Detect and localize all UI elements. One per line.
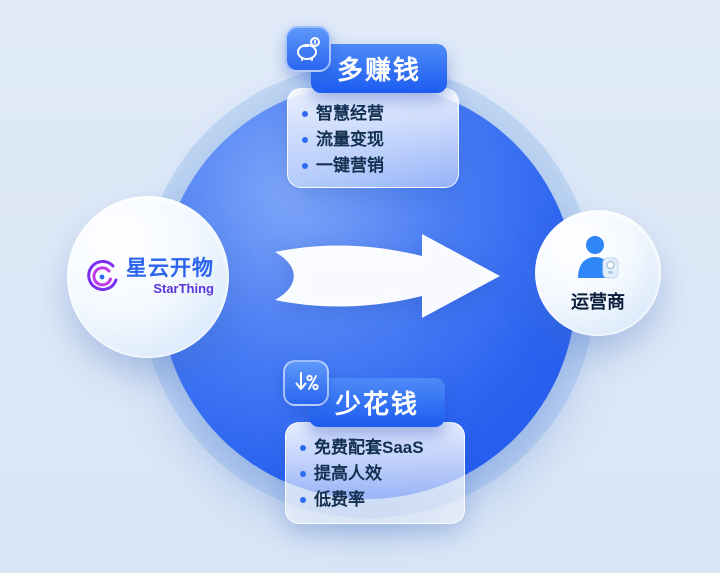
spend-less-card: 少花钱 免费配套SaaS 提高人效 低费率	[283, 360, 465, 526]
list-item-label: 低费率	[314, 490, 365, 509]
bullet-dot	[300, 445, 306, 451]
starthing-node: 星云开物 StarThing	[67, 196, 229, 358]
starthing-logo: 星云开物 StarThing	[82, 257, 214, 297]
brand-name: 星云开物	[126, 257, 214, 281]
spend-less-list: 免费配套SaaS 提高人效 低费率	[285, 422, 465, 524]
piggy-bank-icon	[285, 26, 331, 72]
list-item-label: 免费配套SaaS	[314, 438, 424, 457]
bullet-dot	[302, 111, 308, 117]
list-item: 流量变现	[302, 127, 442, 153]
list-item: 一键营销	[302, 153, 442, 179]
starthing-swirl-icon	[87, 260, 118, 291]
list-item: 提高人效	[300, 461, 448, 487]
bullet-dot	[302, 137, 308, 143]
operator-person-icon	[578, 236, 619, 279]
earn-more-list: 智慧经营 流量变现 一键营销	[287, 88, 459, 188]
earn-more-card: 多赚钱 智慧经营 流量变现 一键营销	[285, 26, 461, 190]
bullet-dot	[300, 497, 306, 503]
bullet-dot	[302, 163, 308, 169]
spend-less-title: 少花钱	[309, 378, 446, 427]
starthing-logo-text: 星云开物 StarThing	[126, 257, 214, 296]
operator-node: 运营商	[535, 210, 661, 336]
list-item-label: 提高人效	[314, 464, 382, 483]
bullet-dot	[300, 471, 306, 477]
discount-down-icon	[283, 360, 329, 406]
brand-subname: StarThing	[153, 281, 214, 297]
list-item: 低费率	[300, 487, 448, 513]
earn-more-title: 多赚钱	[311, 44, 448, 93]
operator-label: 运营商	[571, 292, 625, 312]
list-item-label: 一键营销	[316, 156, 384, 175]
list-item: 免费配套SaaS	[300, 435, 448, 461]
list-item: 智慧经营	[302, 101, 442, 127]
flow-arrow-icon	[275, 234, 500, 318]
list-item-label: 流量变现	[316, 130, 384, 149]
list-item-label: 智慧经营	[316, 104, 384, 123]
